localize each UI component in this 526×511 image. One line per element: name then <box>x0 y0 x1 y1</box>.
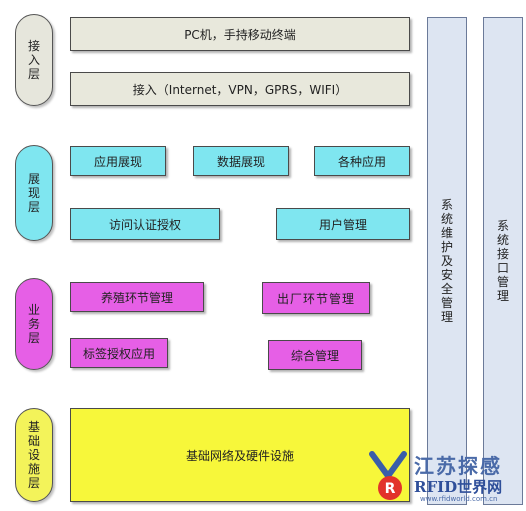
interface-bar: 系统接口管理 <box>483 17 523 505</box>
data-show-box: 数据展现 <box>193 146 289 176</box>
watermark: R 江苏探感 RFID世界网 www.rfidworld.com.cn <box>368 448 524 508</box>
infra-label: 基础网络及硬件设施 <box>185 448 294 463</box>
layer-business: 业务层 <box>15 278 53 370</box>
rfid-logo-icon: R <box>369 451 407 500</box>
watermark-url: www.rfidworld.com.cn <box>420 495 498 503</box>
layer-presentation-label: 展现层 <box>27 172 40 214</box>
app-show-box: 应用展现 <box>70 146 166 176</box>
terminal-box: PC机，手持移动终端 <box>70 17 410 51</box>
user-mgmt-label: 用户管理 <box>318 217 367 232</box>
auth-box: 访问认证授权 <box>70 208 220 240</box>
user-mgmt-box: 用户管理 <box>276 208 410 240</box>
layer-access: 接入层 <box>15 14 53 106</box>
interface-label: 系统接口管理 <box>496 219 509 303</box>
svg-text:R: R <box>385 481 396 497</box>
layer-presentation: 展现层 <box>15 145 53 241</box>
breeding-label: 养殖环节管理 <box>100 290 173 305</box>
tag-auth-box: 标签授权应用 <box>70 338 168 368</box>
maintenance-bar: 系统维护及安全管理 <box>427 17 467 505</box>
breeding-box: 养殖环节管理 <box>70 282 204 312</box>
app-show-label: 应用展现 <box>93 154 142 169</box>
access-box: 接入（Internet，VPN，GPRS，WIFI） <box>70 72 410 106</box>
tag-auth-label: 标签授权应用 <box>82 346 155 361</box>
access-label: 接入（Internet，VPN，GPRS，WIFI） <box>132 82 348 97</box>
integrated-box: 综合管理 <box>268 340 362 370</box>
watermark-site: RFID世界网 <box>414 478 503 496</box>
factory-label: 出厂环节管理 <box>276 291 355 306</box>
data-show-label: 数据展现 <box>216 154 265 169</box>
layer-infrastructure: 基础设施层 <box>15 408 53 502</box>
layer-infrastructure-label: 基础设施层 <box>27 420 40 490</box>
various-apps-box: 各种应用 <box>314 146 410 176</box>
terminal-label: PC机，手持移动终端 <box>184 27 296 42</box>
layer-access-label: 接入层 <box>27 39 40 81</box>
infra-box: 基础网络及硬件设施 <box>70 408 410 502</box>
integrated-label: 综合管理 <box>290 348 339 363</box>
watermark-company: 江苏探感 <box>414 454 502 478</box>
various-apps-label: 各种应用 <box>337 154 386 169</box>
layer-business-label: 业务层 <box>27 303 40 345</box>
factory-box: 出厂环节管理 <box>262 282 370 314</box>
auth-label: 访问认证授权 <box>108 217 181 232</box>
maintenance-label: 系统维护及安全管理 <box>440 198 453 324</box>
